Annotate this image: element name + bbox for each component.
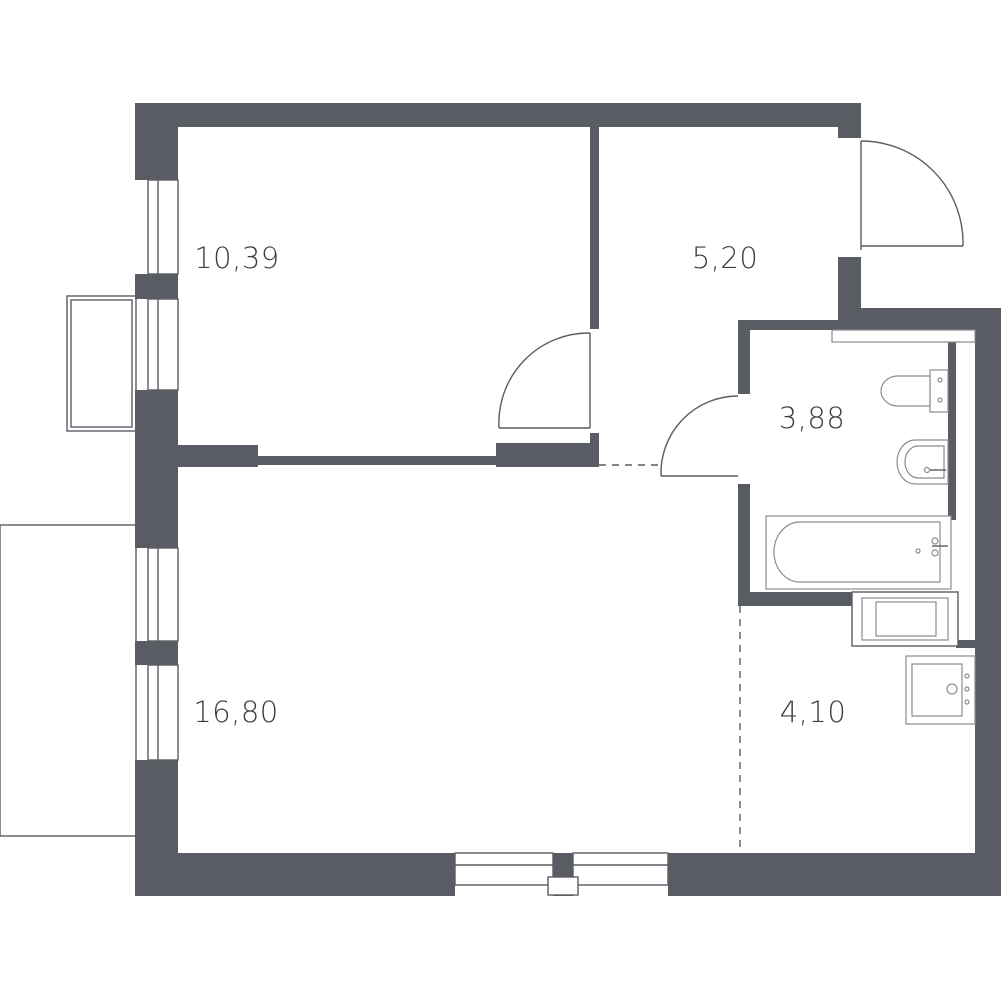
doors	[498, 140, 964, 853]
balcony-large	[0, 524, 137, 837]
bedroom-area-label: 10,39	[194, 241, 280, 275]
bathroom-area-label: 3,88	[779, 401, 846, 435]
windows	[147, 179, 669, 896]
interior-walls	[178, 127, 975, 648]
toilet-icon	[880, 369, 949, 413]
balcony-small	[66, 295, 137, 432]
kitchen-area-label: 4,10	[780, 695, 847, 729]
hallway-area-label: 5,20	[692, 241, 759, 275]
washing-machine-icon	[851, 591, 959, 647]
bathroom-fixtures	[765, 329, 976, 647]
exterior-walls	[135, 103, 1001, 896]
balcony-small-inner	[70, 299, 133, 428]
kitchen-sink-icon	[905, 655, 976, 725]
living-room-area-label: 16,80	[193, 695, 279, 729]
sink-icon	[896, 439, 949, 485]
bathtub-icon	[765, 515, 952, 590]
